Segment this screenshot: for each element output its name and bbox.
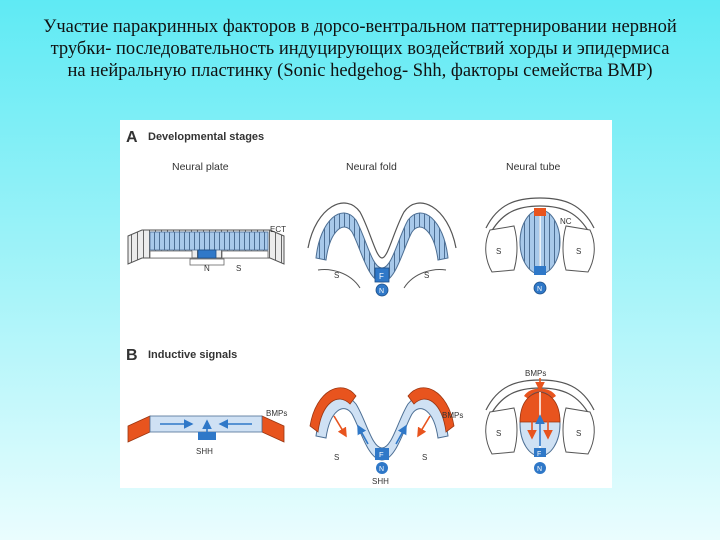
stage-label-neural-plate: Neural plate [172, 161, 229, 173]
label-n-tube-b: N [537, 466, 542, 473]
neural-tube-diagram: N NC S S [485, 197, 595, 295]
label-f-fold-b: F [379, 450, 384, 459]
label-s-fold-right: S [424, 271, 429, 280]
label-n-fold: N [379, 288, 384, 295]
label-s: S [236, 264, 241, 273]
label-s-fold-b-left: S [334, 453, 339, 462]
label-n-tube: N [537, 286, 542, 293]
panel-a-letter: A [126, 129, 138, 146]
label-n-fold-b: N [379, 466, 384, 473]
stage-label-neural-tube: Neural tube [506, 161, 560, 173]
tube-signals-diagram: BMPs F N S S [485, 369, 595, 474]
label-bmps-fold: BMPs [442, 411, 463, 420]
label-shh-fold: SHH [372, 477, 389, 486]
label-ect: ECT [270, 225, 286, 234]
fold-signals-diagram: F N S S BMPs SHH [309, 387, 463, 486]
label-shh-plate: SHH [196, 447, 213, 456]
label-s-tube-left: S [496, 247, 501, 256]
label-bmps-plate: BMPs [266, 409, 287, 418]
figure-svg: A Developmental stages Neural plate Neur… [126, 129, 595, 486]
label-s-tube-right: S [576, 247, 581, 256]
label-n: N [204, 264, 210, 273]
label-s-fold-b-right: S [422, 453, 427, 462]
label-bmps-tube: BMPs [525, 369, 546, 378]
panel-b-heading: Inductive signals [148, 349, 237, 361]
label-s-tube-b-right: S [576, 429, 581, 438]
slide-title: Участие паракринных факторов в дорсо-вен… [43, 17, 677, 81]
label-s-tube-b-left: S [496, 429, 501, 438]
panel-a-heading: Developmental stages [148, 131, 264, 143]
label-f-tube-b: F [537, 451, 541, 458]
panel-b-letter: B [126, 347, 138, 364]
neural-plate-diagram: ECT N S [127, 225, 286, 273]
label-s-fold-left: S [334, 271, 339, 280]
stage-label-neural-fold: Neural fold [346, 161, 397, 173]
label-nc: NC [560, 217, 572, 226]
neural-fold-diagram: F N S S [307, 202, 457, 297]
label-f-fold: F [379, 272, 384, 281]
embryology-figure: A Developmental stages Neural plate Neur… [120, 120, 612, 488]
plate-signals-diagram: BMPs SHH [127, 409, 287, 456]
